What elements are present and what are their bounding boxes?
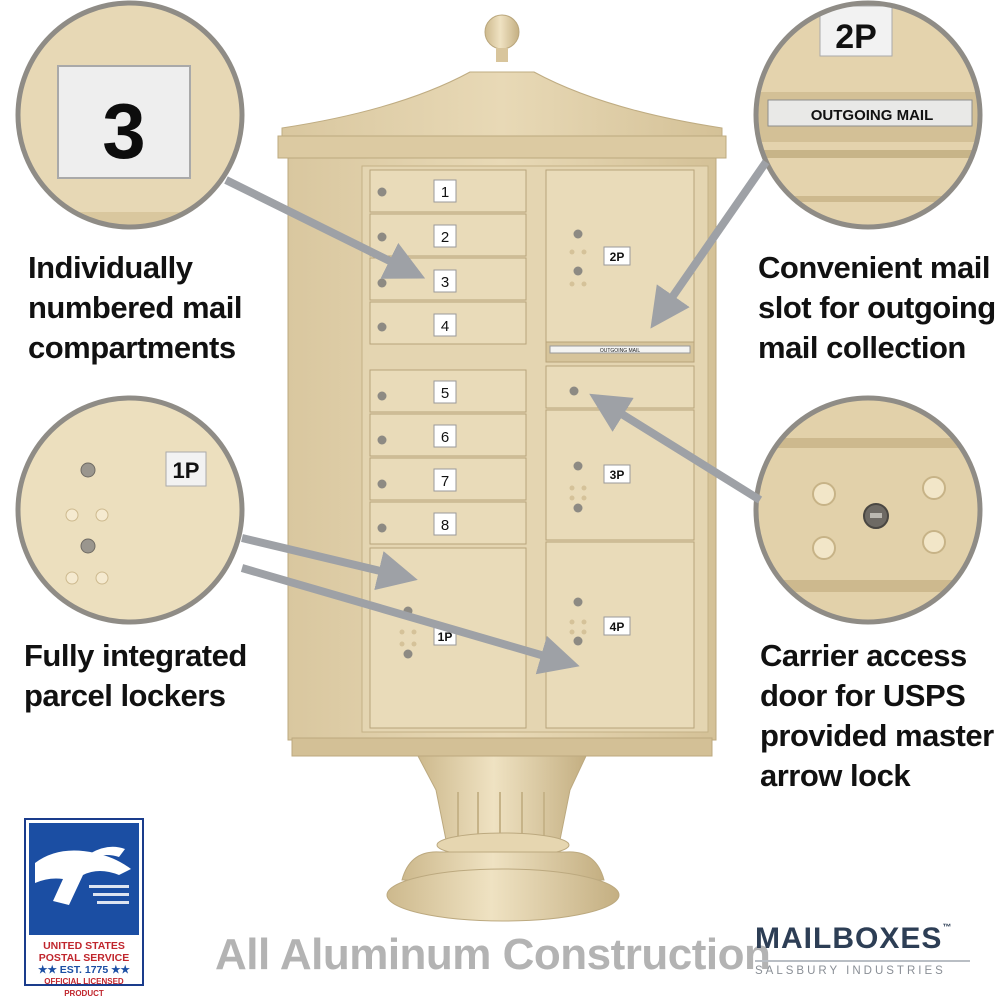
brand-name: MAILBOXES™	[755, 922, 970, 956]
badge-label: 2P	[835, 18, 877, 56]
eagle-icon	[35, 846, 131, 905]
trademark-symbol: ™	[942, 922, 953, 932]
badge-label: 1P	[173, 458, 200, 483]
plate-label: OUTGOING MAIL	[811, 107, 934, 124]
caption-carrier: Carrier access door for USPS provided ma…	[760, 636, 994, 796]
arrow-parcel-1p	[241, 534, 418, 591]
parcel-label: 1P	[438, 630, 453, 644]
caption-line: numbered mail	[28, 290, 243, 325]
usps-text: UNITED STATES POSTAL SERVICE ★★ EST. 177…	[32, 940, 136, 1000]
door-number: 6	[441, 429, 449, 446]
pedestal	[417, 755, 587, 841]
arrow-compartments	[224, 176, 426, 279]
usps-line: OFFICIAL LICENSED PRODUCT	[44, 977, 124, 998]
roof	[281, 71, 723, 141]
usps-line: ★★ EST. 1775 ★★	[38, 964, 130, 976]
caption-line: provided master	[760, 718, 994, 753]
door-number: 4	[441, 318, 449, 335]
callout-circle-outgoing: 2P OUTGOING MAIL	[753, 0, 983, 230]
brand-subtitle: SALSBURY INDUSTRIES	[755, 960, 970, 977]
caption-line: Fully integrated	[24, 638, 247, 673]
mailbox-unit: 1 2 3 4 5 6 7 8 1P 2P	[277, 14, 727, 922]
door-column-left: 1 2 3 4 5 6 7 8 1P	[369, 169, 527, 729]
caption-outgoing: Convenient mail slot for outgoing mail c…	[758, 248, 996, 368]
usps-line: POSTAL SERVICE	[38, 952, 130, 964]
parcel-label: 3P	[610, 468, 625, 482]
caption-line: slot for outgoing	[758, 290, 996, 325]
caption-line: parcel lockers	[24, 678, 226, 713]
caption-line: Individually	[28, 250, 193, 285]
caption-line: compartments	[28, 330, 236, 365]
caption-line: Carrier access	[760, 638, 967, 673]
arrow-outgoing	[650, 159, 770, 329]
footer-headline: All Aluminum Construction	[215, 930, 771, 979]
caption-line: Convenient mail	[758, 250, 990, 285]
slot-label: OUTGOING MAIL	[600, 348, 641, 354]
door-number: 7	[441, 473, 449, 490]
door-number: 1	[441, 184, 449, 201]
badge-number: 3	[102, 87, 145, 175]
caption-parcel: Fully integrated parcel lockers	[24, 636, 247, 716]
callout-circle-parcel: 1P	[15, 395, 245, 625]
finial-ball	[484, 14, 520, 50]
carrier-access-door	[545, 365, 695, 409]
callout-circle-carrier	[753, 395, 983, 625]
door-number: 5	[441, 385, 449, 402]
usps-logo: UNITED STATES POSTAL SERVICE ★★ EST. 177…	[24, 818, 144, 998]
brand-logo: MAILBOXES™ SALSBURY INDUSTRIES	[755, 922, 970, 977]
caption-line: arrow lock	[760, 758, 911, 793]
door-number: 3	[441, 274, 449, 291]
caption-compartments: Individually numbered mail compartments	[28, 248, 243, 368]
caption-line: door for USPS	[760, 678, 966, 713]
parcel-label: 4P	[610, 620, 625, 634]
usps-line: UNITED STATES	[43, 940, 125, 952]
caption-line: mail collection	[758, 330, 966, 365]
brand-name-text: MAILBOXES	[755, 922, 943, 955]
pointer-arrows	[224, 159, 770, 675]
door-number: 8	[441, 517, 449, 534]
usps-eagle-panel	[29, 823, 139, 935]
door-number: 2	[441, 229, 449, 246]
door-column-right: 2P OUTGOING MAIL 3P 4P	[545, 169, 695, 729]
arrow-carrier	[589, 393, 763, 504]
parcel-label: 2P	[610, 250, 625, 264]
arrow-parcel-4p	[240, 564, 580, 675]
callout-circle-compartments: 3	[15, 0, 245, 230]
